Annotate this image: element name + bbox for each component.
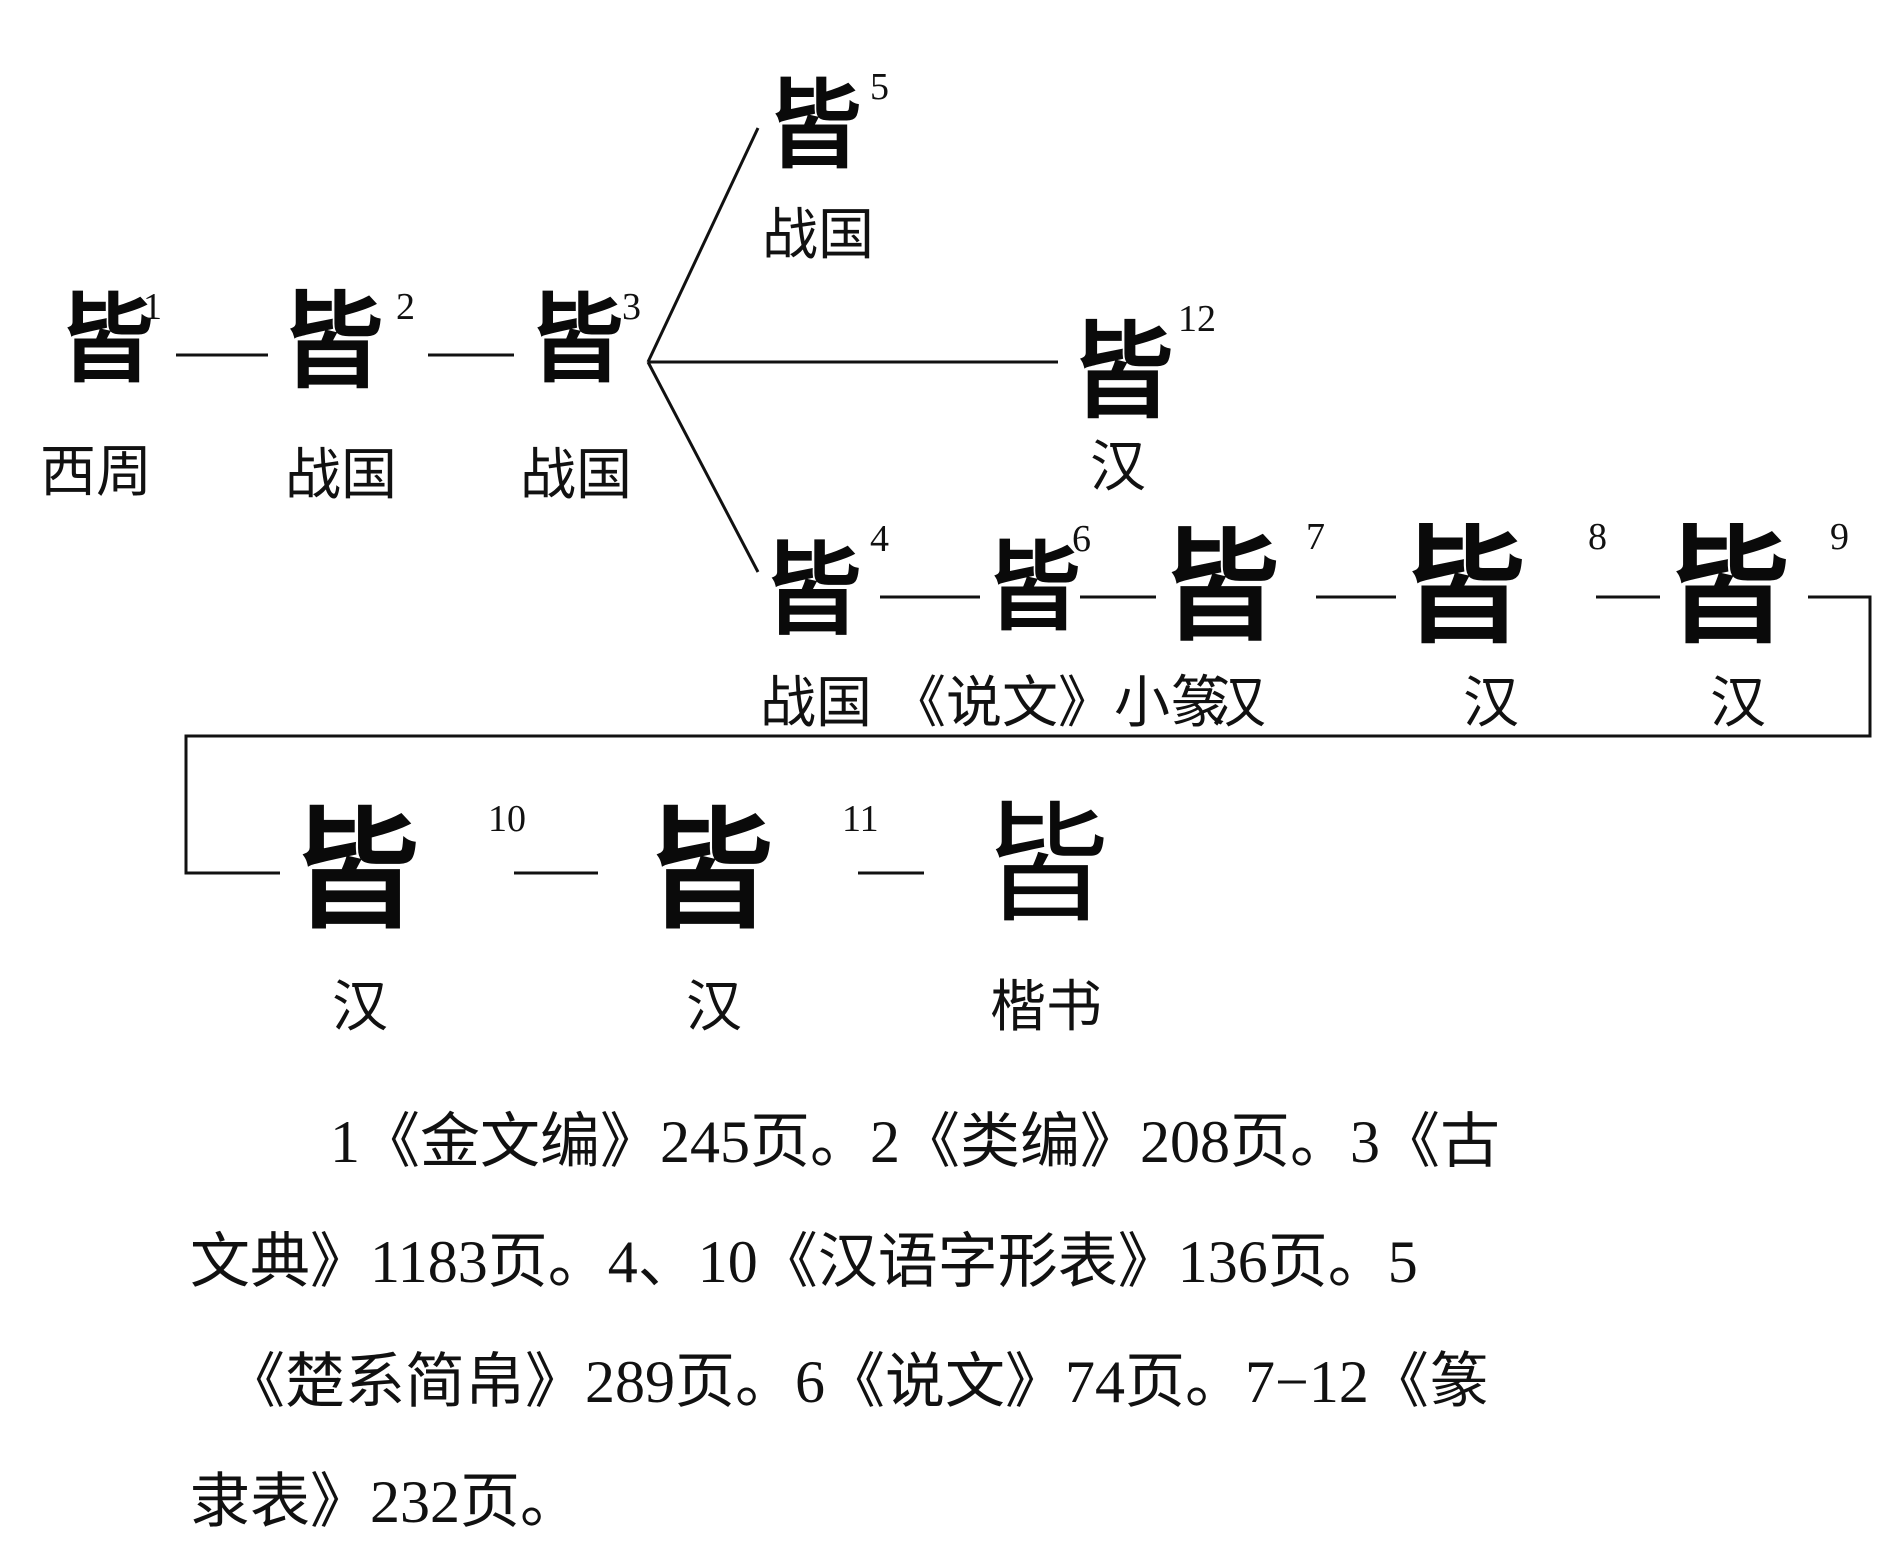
- period-label-6: 《说文》小篆: [890, 671, 1226, 736]
- node-number-3: 3: [622, 286, 641, 328]
- node-number-1: 1: [143, 286, 162, 328]
- edge-9-10: [184, 595, 1872, 875]
- source-note-line-4: 隶表》232页。: [190, 1469, 580, 1535]
- glyph-node-10: 皆: [290, 794, 421, 947]
- period-label-7: 汉: [1210, 671, 1266, 736]
- glyph-node-12: 皆: [1070, 310, 1175, 433]
- edge-3-5: [646, 127, 760, 363]
- node-number-12: 12: [1178, 298, 1216, 340]
- edge-3-4: [646, 361, 760, 573]
- period-label-8: 汉: [1463, 671, 1519, 736]
- node-number-11: 11: [842, 798, 879, 840]
- period-label-3: 战国: [520, 443, 632, 508]
- node-number-7: 7: [1306, 516, 1325, 558]
- glyph-node-2: 皆: [280, 280, 385, 403]
- node-number-4: 4: [870, 518, 889, 560]
- glyph-node-4: 皆: [762, 531, 862, 649]
- node-number-6: 6: [1072, 518, 1091, 560]
- node-number-8: 8: [1588, 516, 1607, 558]
- period-label-5: 战国: [762, 203, 874, 268]
- period-label-1: 西周: [40, 440, 152, 505]
- glyph-node-7: 皆: [1160, 517, 1280, 658]
- glyph-node-3: 皆: [528, 283, 624, 396]
- source-note-line-2: 文典》1183页。4、10《汉语字形表》136页。5: [190, 1229, 1418, 1295]
- glyph-node-6: 皆: [985, 531, 1081, 644]
- source-note-line-3: 《楚系简帛》289页。6《说文》74页。7−12《篆: [225, 1349, 1489, 1415]
- glyph-node-11: 皆: [644, 794, 775, 947]
- source-note-line-1: 1《金文编》245页。2《类编》208页。3《古: [330, 1109, 1500, 1175]
- glyph-node-kaishu: 皆: [980, 789, 1111, 941]
- node-number-10: 10: [488, 798, 526, 840]
- period-label-2: 战国: [285, 443, 397, 508]
- glyph-node-5: 皆: [766, 69, 862, 182]
- node-number-2: 2: [396, 286, 415, 328]
- period-label-9: 汉: [1710, 671, 1766, 736]
- period-label-kaishu: 楷书: [990, 975, 1102, 1040]
- period-label-11: 汉: [686, 975, 742, 1040]
- glyph-node-8: 皆: [1400, 513, 1526, 661]
- glyph-node-9: 皆: [1664, 513, 1790, 661]
- period-label-12: 汉: [1090, 435, 1146, 500]
- glyph-node-1: 皆: [58, 283, 154, 396]
- node-number-5: 5: [870, 66, 889, 108]
- period-label-4: 战国: [760, 671, 872, 736]
- node-number-9: 9: [1830, 516, 1849, 558]
- period-label-10: 汉: [332, 975, 388, 1040]
